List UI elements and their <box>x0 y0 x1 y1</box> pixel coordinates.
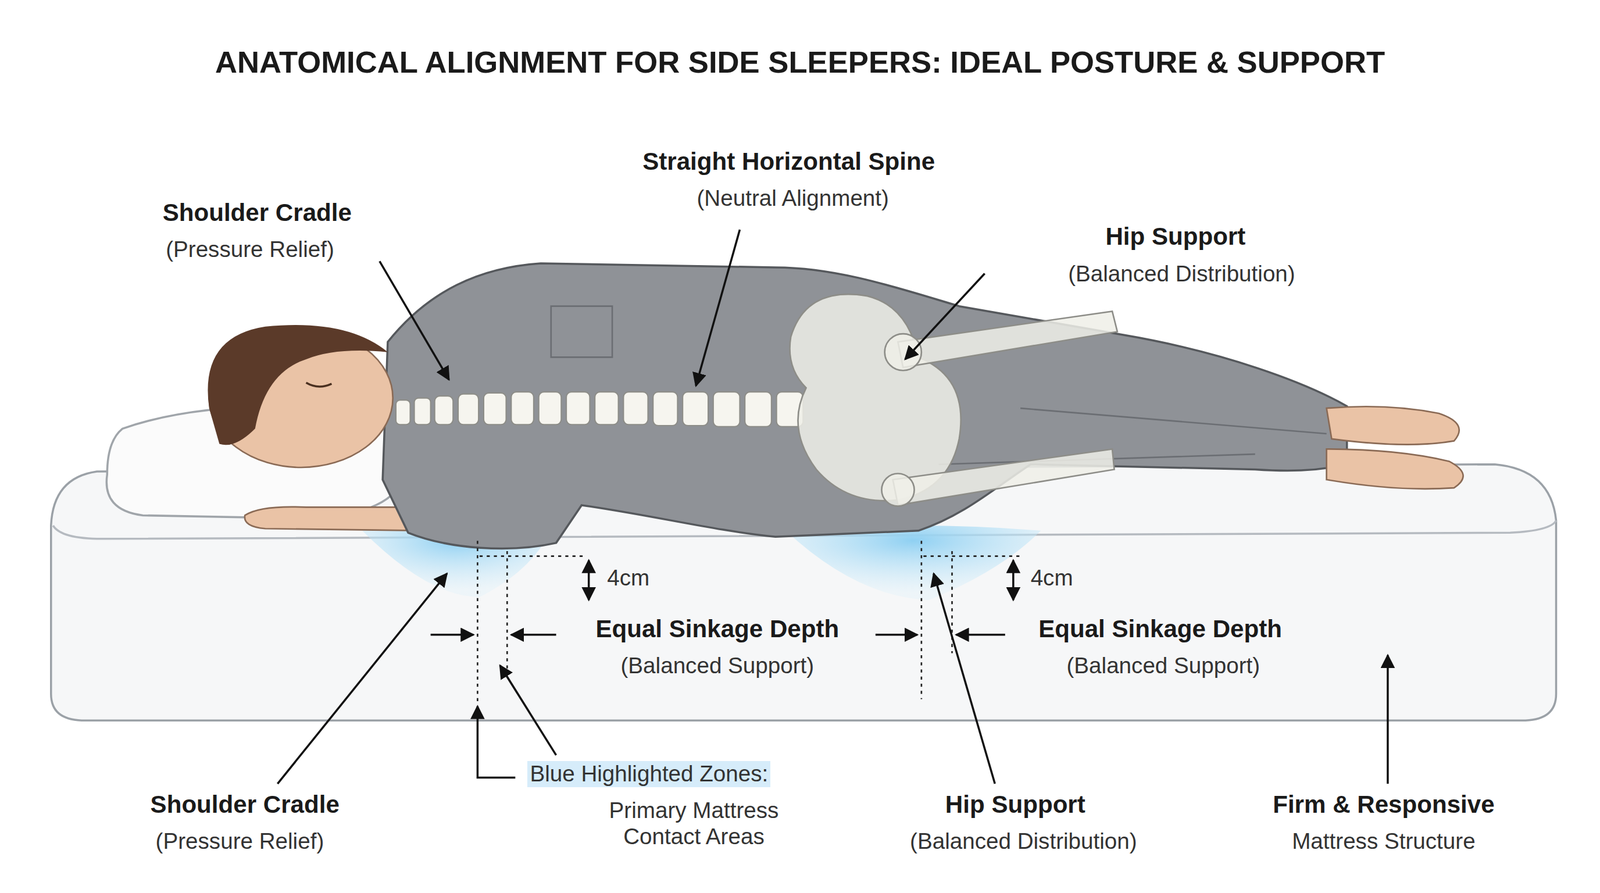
callout-note: Primary Mattress Contact Areas <box>584 797 804 850</box>
callout-note: (Balanced Distribution) <box>1068 261 1296 287</box>
callout-heading: Shoulder Cradle <box>150 790 340 819</box>
callout-heading: Straight Horizontal Spine <box>642 147 935 176</box>
callout-heading: Shoulder Cradle <box>162 198 352 227</box>
callout-note: (Balanced Support) <box>620 652 815 679</box>
callout-heading: Equal Sinkage Depth <box>1038 615 1282 644</box>
callout-heading: Hip Support <box>1105 222 1246 251</box>
callout-note: Mattress Structure <box>1291 828 1475 855</box>
diagram-title: ANATOMICAL ALIGNMENT FOR SIDE SLEEPERS: … <box>215 44 1385 81</box>
callout-note: (Balanced Support) <box>1066 652 1260 679</box>
callout-note: 4cm <box>1030 565 1074 591</box>
callout-note: (Pressure Relief) <box>165 236 335 263</box>
callout-note: (Neutral Alignment) <box>696 185 889 212</box>
callout-note: 4cm <box>606 565 650 591</box>
callout-heading: Firm & Responsive <box>1272 790 1495 819</box>
callout-heading: Hip Support <box>945 790 1086 819</box>
callout-heading: Equal Sinkage Depth <box>595 615 839 644</box>
callout-note: (Pressure Relief) <box>155 828 325 855</box>
callout-note: Blue Highlighted Zones: <box>527 761 771 787</box>
callout-note: (Balanced Distribution) <box>909 828 1138 855</box>
